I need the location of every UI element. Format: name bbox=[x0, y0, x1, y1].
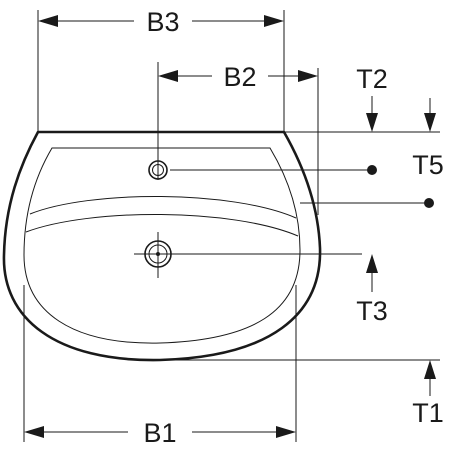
basin-deck-line-lower bbox=[25, 213, 299, 237]
basin bbox=[2, 130, 322, 362]
label-b3: B3 bbox=[146, 7, 179, 37]
dimension-t5: T5 bbox=[412, 150, 444, 180]
label-b2: B2 bbox=[223, 62, 256, 92]
dimension-t1: T1 bbox=[412, 360, 444, 428]
label-t2: T2 bbox=[356, 64, 388, 94]
label-t1: T1 bbox=[412, 398, 444, 428]
dimension-t2: T2 bbox=[356, 64, 436, 132]
basin-deck-line-upper bbox=[29, 195, 297, 219]
t5-deck-marker-dot bbox=[424, 198, 434, 208]
label-t5: T5 bbox=[412, 150, 444, 180]
label-b1: B1 bbox=[143, 418, 176, 448]
t5-tap-marker-dot bbox=[367, 165, 377, 175]
dimension-b3: B3 bbox=[38, 7, 284, 37]
dimension-b1: B1 bbox=[24, 418, 296, 448]
reference-lines bbox=[23, 10, 440, 442]
label-t3: T3 bbox=[356, 296, 388, 326]
dimension-b2: B2 bbox=[158, 62, 318, 92]
basin-inner-rim bbox=[23, 147, 301, 344]
dimension-t3: T3 bbox=[356, 254, 388, 326]
